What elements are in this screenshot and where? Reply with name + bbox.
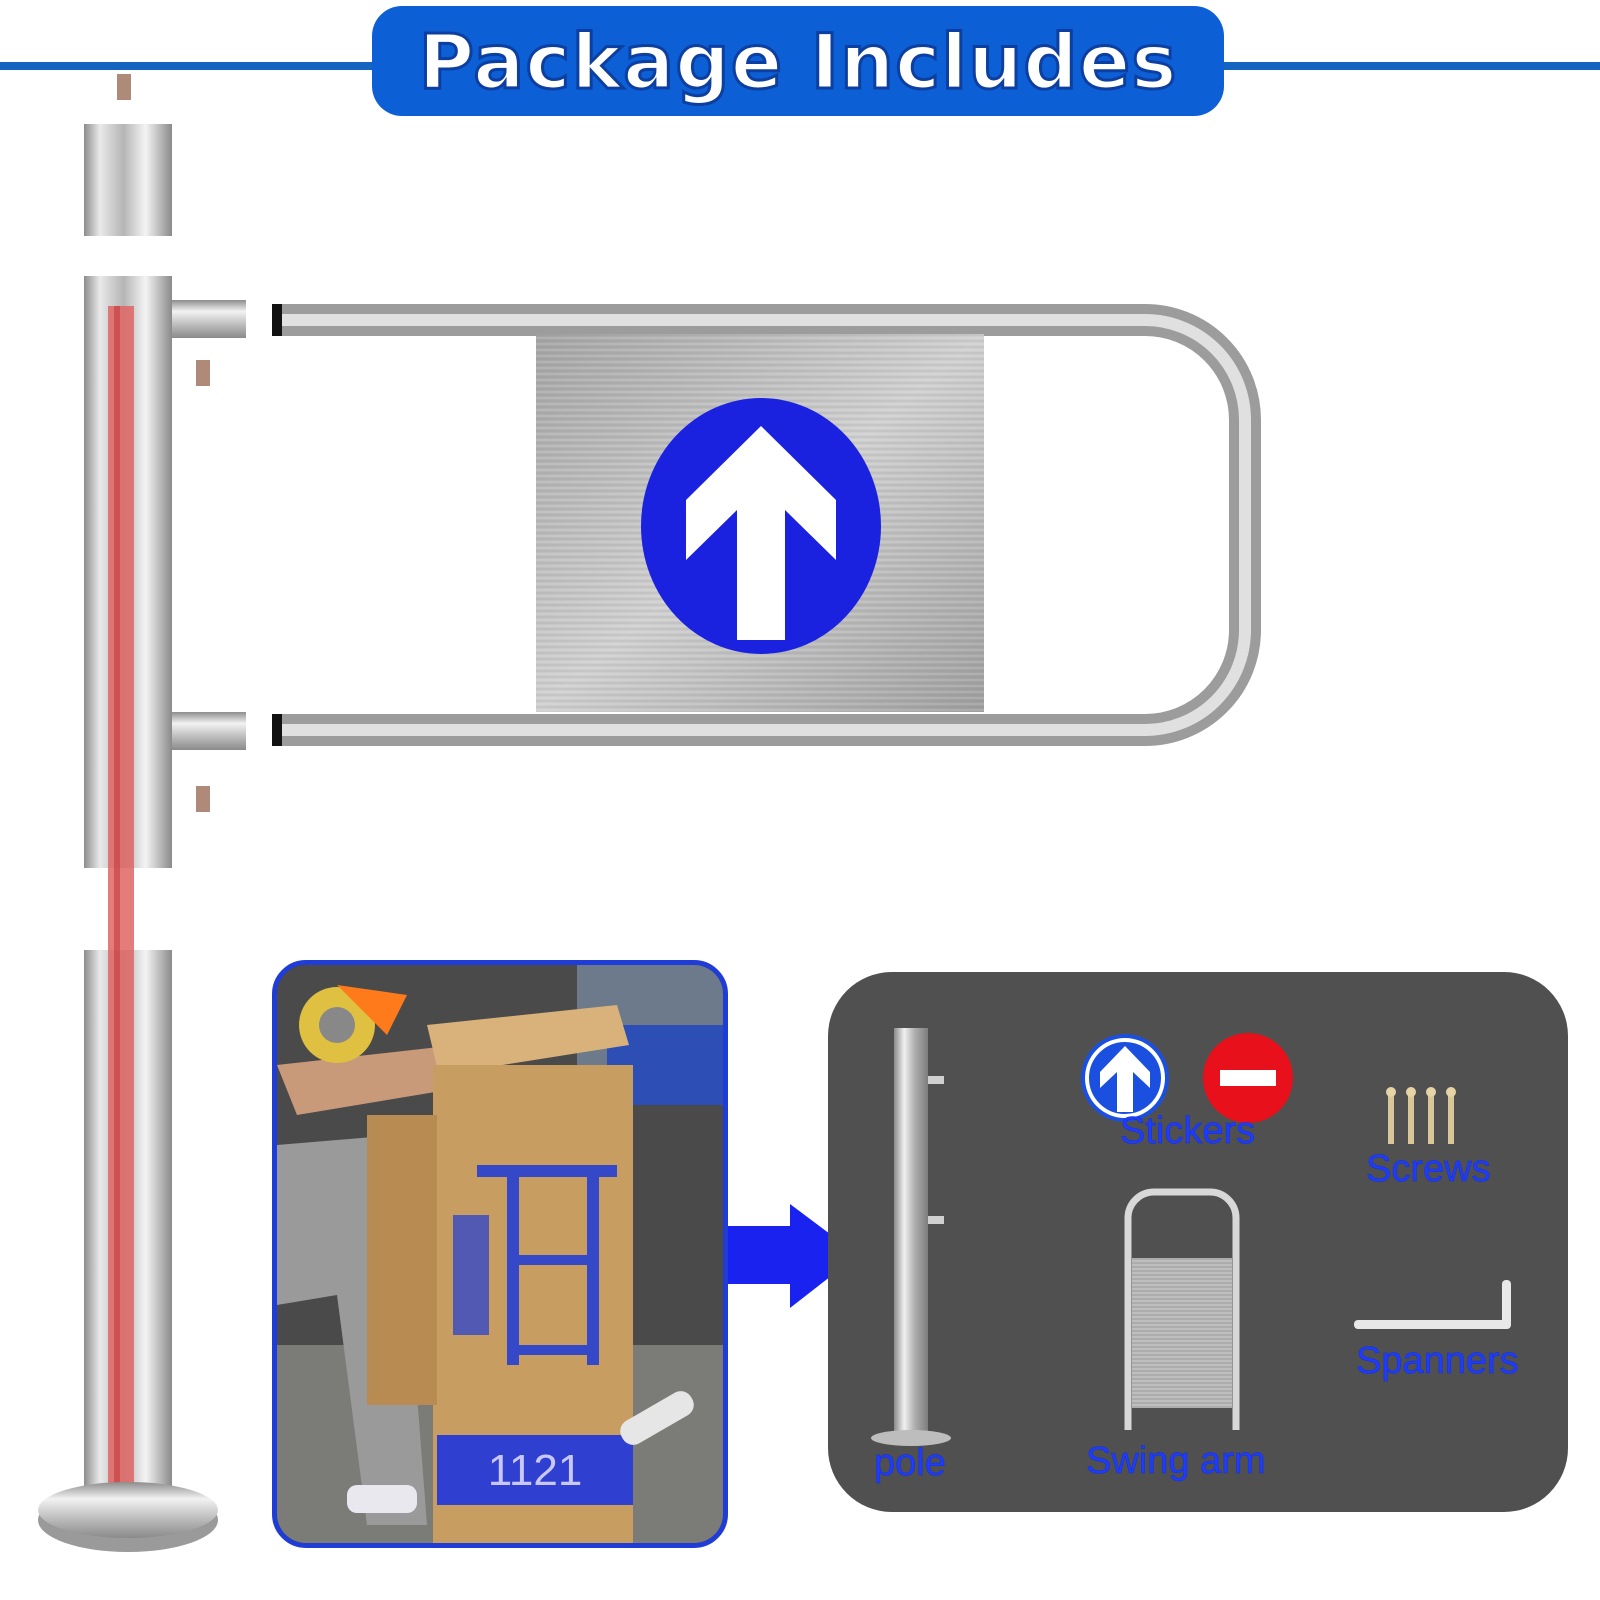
pole-spring-rod	[108, 306, 134, 1506]
part-label-stickers: Stickers	[1120, 1110, 1256, 1153]
box-label: 1121	[488, 1446, 583, 1495]
screw-lower	[196, 786, 210, 812]
pole-cap	[84, 124, 172, 236]
pole-part-image	[871, 1028, 951, 1446]
screws-part-image	[1386, 1087, 1456, 1144]
hinge-stub-upper	[172, 300, 246, 338]
swing-arm-part-image	[1124, 1188, 1240, 1430]
title-badge: Package Includes	[372, 6, 1224, 116]
screw-top	[117, 74, 131, 100]
part-label-screws: Screws	[1366, 1148, 1491, 1191]
part-label-swing-arm: Swing arm	[1086, 1440, 1266, 1483]
part-label-spanners: Spanners	[1356, 1340, 1519, 1383]
cardboard-box: 1121	[367, 1005, 633, 1543]
no-entry-sticker-icon	[1203, 1033, 1293, 1123]
arrow-up-sign-icon	[641, 398, 881, 654]
page-title: Package Includes	[417, 15, 1178, 107]
hinge-stub-lower	[172, 712, 246, 750]
spanner-part-image	[1354, 1280, 1511, 1329]
packing-photo: 1121	[272, 960, 728, 1548]
arrow-up-sticker-icon	[1081, 1034, 1169, 1122]
screw-upper	[196, 360, 210, 386]
arrow-right-icon	[718, 1204, 858, 1308]
person-arm	[277, 1045, 477, 1115]
parts-panel: pole Stickers Screws Swing arm Spanners	[828, 972, 1568, 1512]
part-label-pole: pole	[874, 1442, 946, 1485]
